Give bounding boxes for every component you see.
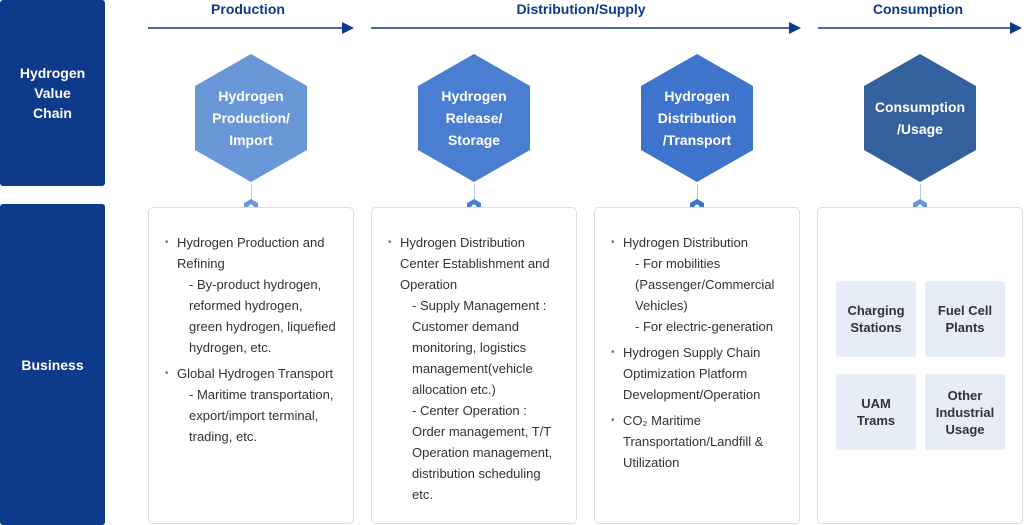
list-item: • Hydrogen Distribution - For mobilities (… [611, 232, 791, 337]
connector-line [474, 184, 475, 200]
hex-shape [418, 54, 530, 182]
hex-production: Hydrogen Production/ Import [195, 54, 307, 182]
arrow-production [148, 22, 354, 34]
hex-label: Consumption /Usage [874, 99, 966, 137]
bullet-icon: • [165, 368, 169, 379]
card-production: • Hydrogen Production and Refining - By-pr… [148, 207, 354, 524]
usage-other-industrial: Other Industrial Usage [925, 374, 1005, 450]
item-title: CO₂ Maritime Transportation/Landfill & U… [623, 413, 764, 470]
item-title: Global Hydrogen Transport [177, 366, 334, 381]
item-detail: - For mobilities (Passenger/Commercial V… [635, 256, 775, 334]
usage-charging-stations: Charging Stations [836, 281, 916, 357]
item-title: Hydrogen Supply Chain Optimization Platf… [623, 345, 761, 402]
list-item: • Hydrogen Distribution Center Establishm… [388, 232, 568, 505]
connector-line [251, 184, 252, 200]
hex-label: Hydrogen Distribution /Transport [657, 88, 737, 148]
stage-consumption: Consumption [872, 1, 964, 17]
item-detail: - Maritime transportation, export/import… [189, 387, 334, 444]
hex-label: Hydrogen Release/ Storage [441, 88, 507, 148]
connector-line [920, 184, 921, 200]
business-label: Business [0, 204, 105, 525]
bullet-icon: • [611, 347, 615, 358]
item-title: Hydrogen Distribution [623, 235, 749, 250]
card-distribution-transport: • Hydrogen Distribution - For mobilities (… [594, 207, 800, 524]
usage-fuel-cell-plants: Fuel Cell Plants [925, 281, 1005, 357]
hex-release-storage: Hydrogen Release/ Storage [418, 54, 530, 182]
item-title: Hydrogen Distribution Center Establishme… [400, 235, 550, 292]
bullet-icon: • [165, 237, 169, 248]
stage-production: Production [211, 1, 285, 17]
hex-shape [641, 54, 753, 182]
usage-uam-trams: UAM Trams [836, 374, 916, 450]
list-item: • Hydrogen Production and Refining - By-pr… [165, 232, 345, 358]
item-title: Hydrogen Production and Refining [177, 235, 325, 271]
item-detail: - Supply Management : Customer demand mo… [412, 298, 553, 502]
item-detail: - By-product hydrogen, reformed hydrogen… [189, 277, 336, 355]
list-item: • Global Hydrogen Transport - Maritime tra… [165, 363, 345, 447]
arrow-distribution [371, 22, 801, 34]
list-item: • Hydrogen Supply Chain Optimization Plat… [611, 342, 791, 405]
card-release-storage: • Hydrogen Distribution Center Establishm… [371, 207, 577, 524]
bullet-icon: • [611, 415, 615, 426]
list-item: • CO₂ Maritime Transportation/Landfill & … [611, 410, 791, 473]
arrow-consumption [818, 22, 1022, 34]
bullet-icon: • [388, 237, 392, 248]
card-consumption: Charging Stations Fuel Cell Plants UAM T… [817, 207, 1023, 524]
hex-consumption: Consumption /Usage [864, 54, 976, 182]
value-chain-label: Hydrogen Value Chain [0, 0, 105, 186]
stage-distribution: Distribution/Supply [516, 1, 646, 17]
hex-shape [864, 54, 976, 182]
hex-distribution-transport: Hydrogen Distribution /Transport [641, 54, 753, 182]
bullet-icon: • [611, 237, 615, 248]
hex-label: Hydrogen Production/ Import [212, 88, 290, 148]
hex-shape [195, 54, 307, 182]
connector-line [697, 184, 698, 200]
